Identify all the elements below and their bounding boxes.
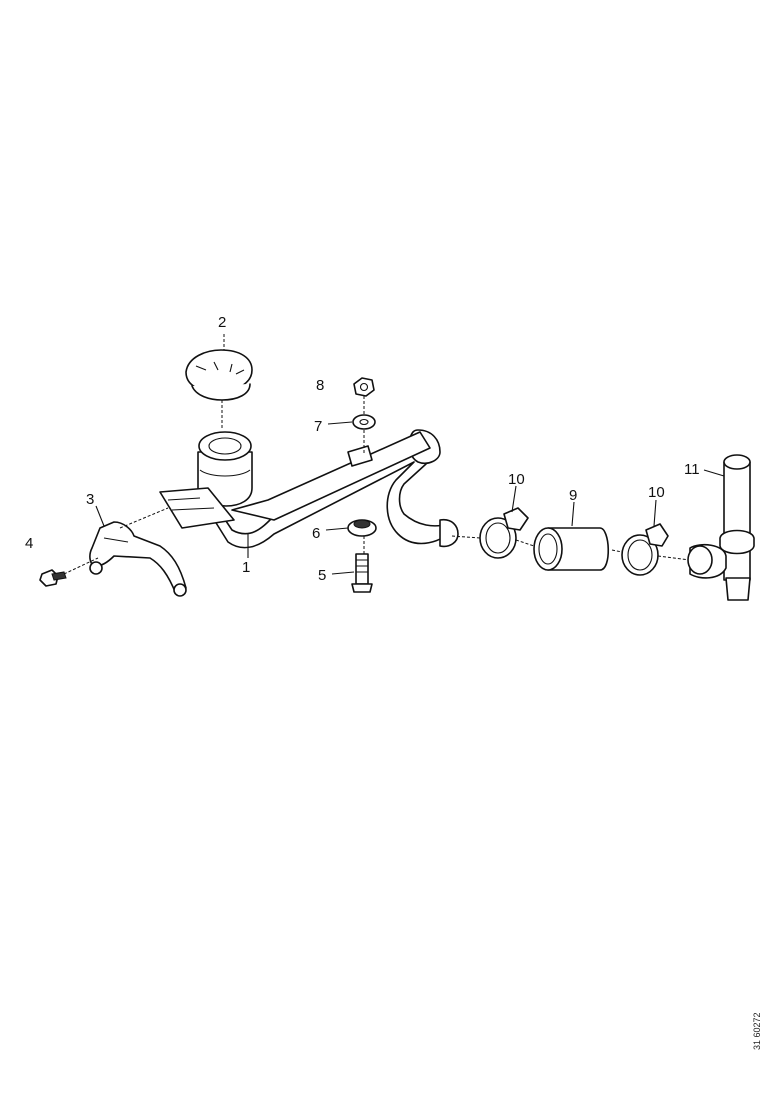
callout-3: 3	[86, 491, 94, 508]
callout-2: 2	[218, 314, 226, 331]
callout-9: 9	[569, 487, 577, 504]
callout-6-leader	[325, 527, 349, 531]
callout-8: 8	[316, 377, 324, 394]
tank-inlet-tube	[687, 454, 755, 601]
nut-8	[353, 377, 375, 397]
washer-7	[352, 414, 376, 430]
filler-cap	[185, 349, 253, 401]
callout-7: 7	[314, 418, 322, 435]
filler-pipe	[207, 429, 459, 549]
hose-clamp-right	[621, 523, 669, 576]
callout-10a: 10	[508, 471, 525, 488]
grommet-6	[347, 519, 377, 537]
drawing-reference-number: 31 60272	[752, 1012, 762, 1050]
callout-10b-leader	[653, 499, 657, 527]
callout-10b: 10	[648, 484, 665, 501]
callout-11: 11	[684, 461, 700, 478]
callout-6: 6	[312, 525, 320, 542]
callout-11-leader	[703, 469, 725, 477]
callout-5-leader	[331, 571, 355, 575]
callout-1: 1	[242, 559, 250, 576]
callout-5: 5	[318, 567, 326, 584]
bolt-5	[351, 553, 373, 593]
callout-7-leader	[327, 421, 353, 425]
bracket-to-mount-leader	[119, 507, 169, 529]
hose-clamp-left	[479, 507, 529, 559]
callout-9-leader	[571, 501, 575, 527]
callout-10a-leader	[511, 485, 517, 513]
screw-4	[39, 569, 67, 587]
callout-4: 4	[25, 535, 33, 552]
support-bracket	[89, 521, 187, 597]
cap-leader-line	[221, 334, 225, 428]
pipe-mount-bracket	[159, 487, 235, 529]
callout-3-leader	[95, 505, 105, 527]
screw-4-leader	[63, 557, 99, 575]
connecting-hose	[533, 527, 610, 571]
